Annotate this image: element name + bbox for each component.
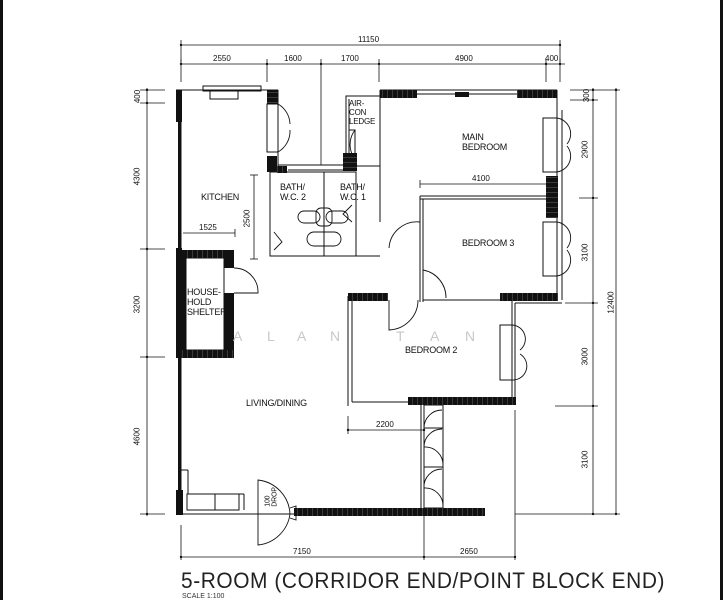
dim-living-offset: 2200 [376, 420, 394, 429]
right-frame-border [720, 0, 723, 600]
doors [233, 103, 572, 546]
watermark-letter: T [396, 328, 405, 344]
plan-title: 5-ROOM (CORRIDOR END/POINT BLOCK END) [181, 568, 666, 593]
dim-top-3: 1700 [341, 54, 359, 63]
dim-right-total: 12400 [606, 291, 616, 314]
dim-left-1: 400 [133, 89, 143, 104]
dim-top-4: 4900 [455, 54, 473, 63]
dimension-lines [140, 40, 620, 560]
dim-top-5: 400 [545, 54, 559, 63]
watermark-letter: A [297, 328, 307, 344]
dim-bath-depth: 2500 [242, 209, 252, 228]
room-label-bedroom2: BEDROOM 2 [405, 345, 458, 355]
dim-kitchen-width: 1525 [199, 223, 217, 232]
entrance-drop-label: 100 DROP [264, 487, 279, 507]
dim-right-1: 300 [582, 88, 592, 103]
room-label-bath2: BATH/ W.C. 2 [280, 182, 306, 202]
room-label-main-bedroom: MAIN BEDROOM [462, 132, 508, 152]
dim-bedroom3-width: 4100 [472, 174, 490, 183]
dim-top-2: 1600 [284, 54, 302, 63]
dim-right-3: 3100 [580, 243, 590, 262]
dim-top-1: 2550 [213, 54, 231, 63]
dim-bottom-2: 2650 [460, 547, 478, 556]
room-label-bath1: BATH/ W.C. 1 [340, 182, 366, 202]
room-label-bedroom3: BEDROOM 3 [462, 238, 515, 248]
room-label-kitchen: KITCHEN [201, 192, 240, 202]
dimension-ticks [145, 43, 618, 559]
watermark-letter: N [330, 328, 341, 344]
dim-top-total: 11150 [358, 35, 380, 44]
dim-left-3: 3200 [132, 295, 142, 314]
scale-text: SCALE 1:100 [182, 593, 225, 600]
room-label-living-dining: LIVING/DINING [246, 398, 307, 408]
watermark-letter: A [233, 328, 243, 344]
dim-right-5: 3100 [580, 450, 590, 469]
walls-thick [176, 90, 558, 516]
room-label-aircon-ledge: AIR- CON LEDGE [349, 99, 376, 126]
watermark-letter: L [267, 328, 275, 344]
left-frame-border [0, 0, 3, 600]
dim-left-4: 4600 [132, 427, 142, 446]
dim-right-2: 2900 [580, 140, 590, 159]
watermark-letter: A [430, 328, 440, 344]
room-label-household-shelter: HOUSE- HOLD SHELTER [187, 287, 227, 317]
dim-bottom-1: 7150 [293, 547, 311, 556]
dim-right-4: 3000 [580, 347, 590, 366]
dim-left-2: 4300 [132, 167, 142, 186]
watermark-letter: N [465, 328, 476, 344]
